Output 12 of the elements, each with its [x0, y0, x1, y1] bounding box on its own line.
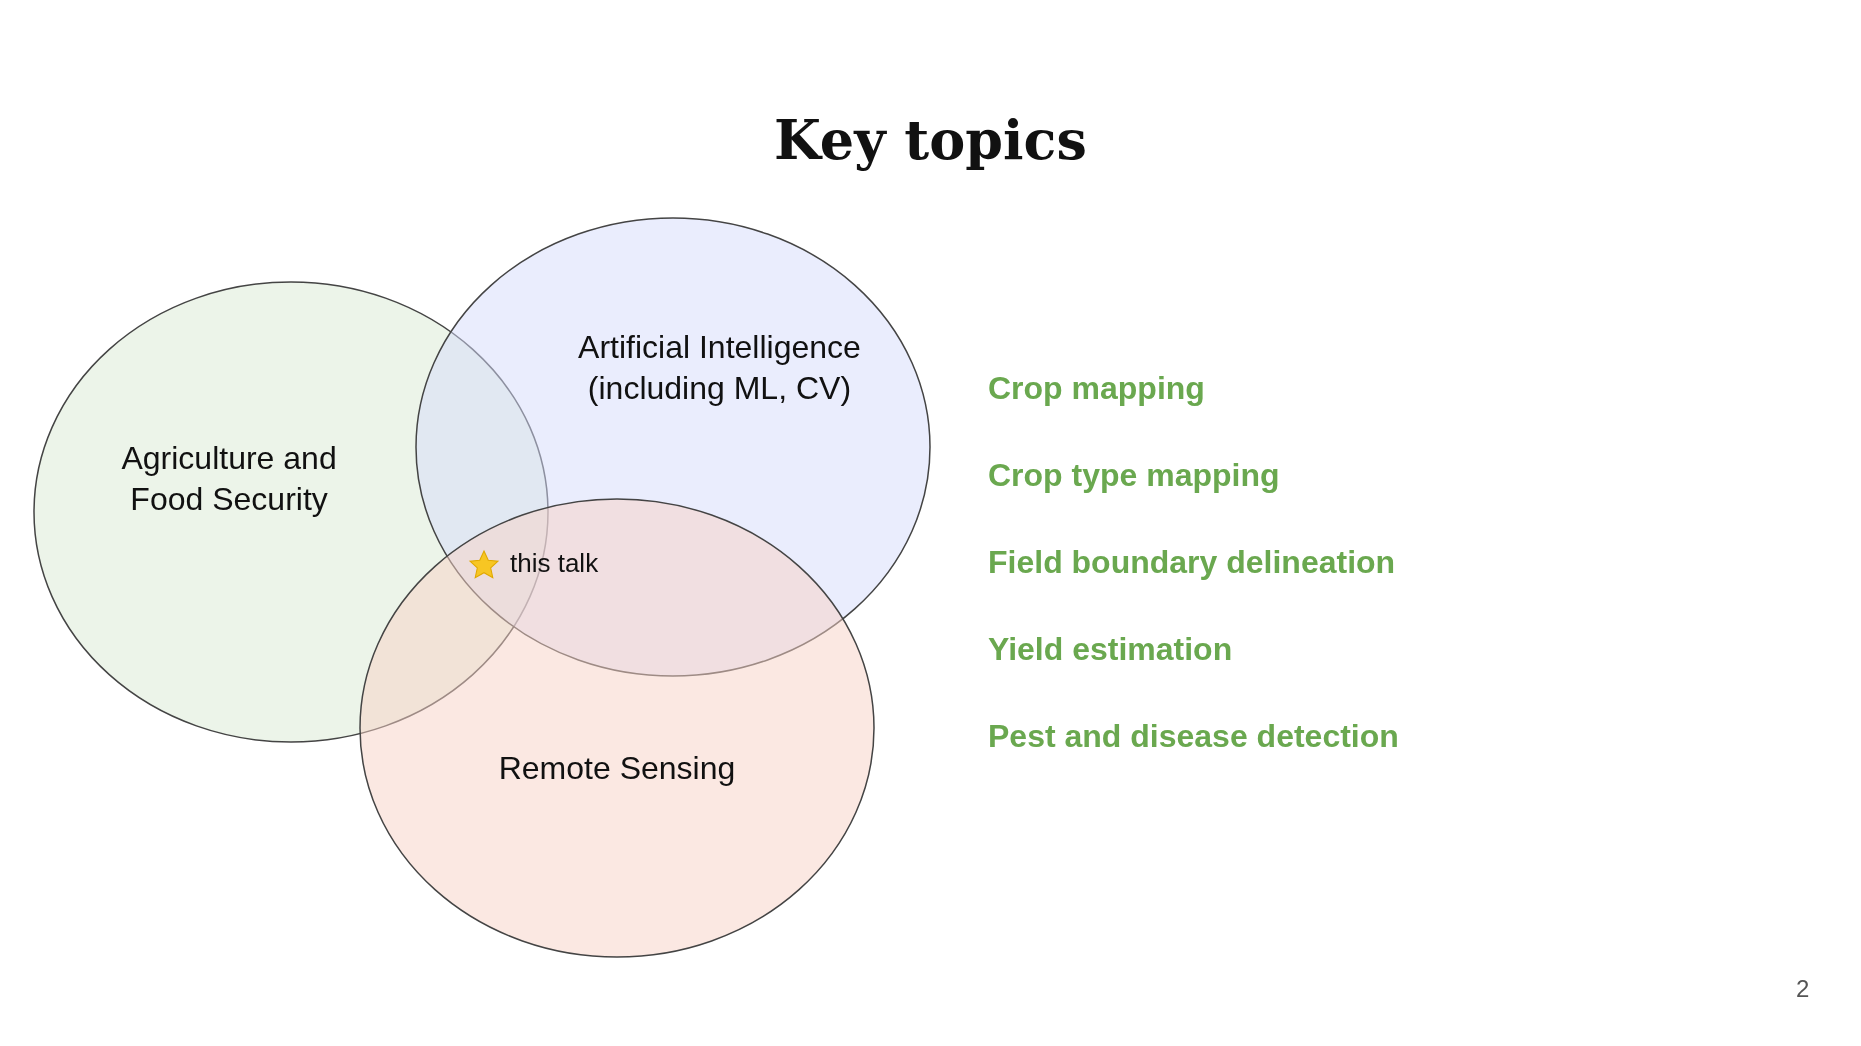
circle-label: Agriculture and Food Security	[120, 439, 338, 520]
topic-item: Yield estimation	[988, 631, 1233, 668]
annotation-text: this talk	[510, 548, 599, 579]
topic-item: Pest and disease detection	[988, 718, 1399, 755]
page-number: 2	[1796, 975, 1810, 1003]
circle-label: Remote Sensing	[497, 749, 737, 789]
slide-title: Key topics	[773, 108, 1088, 172]
venn-circle	[359, 498, 875, 958]
topic-item: Crop type mapping	[988, 457, 1280, 494]
circle-label: Artificial Intelligence (including ML, CV)	[577, 328, 862, 409]
topic-item: Field boundary delineation	[988, 544, 1396, 581]
topic-item: Crop mapping	[988, 370, 1205, 407]
